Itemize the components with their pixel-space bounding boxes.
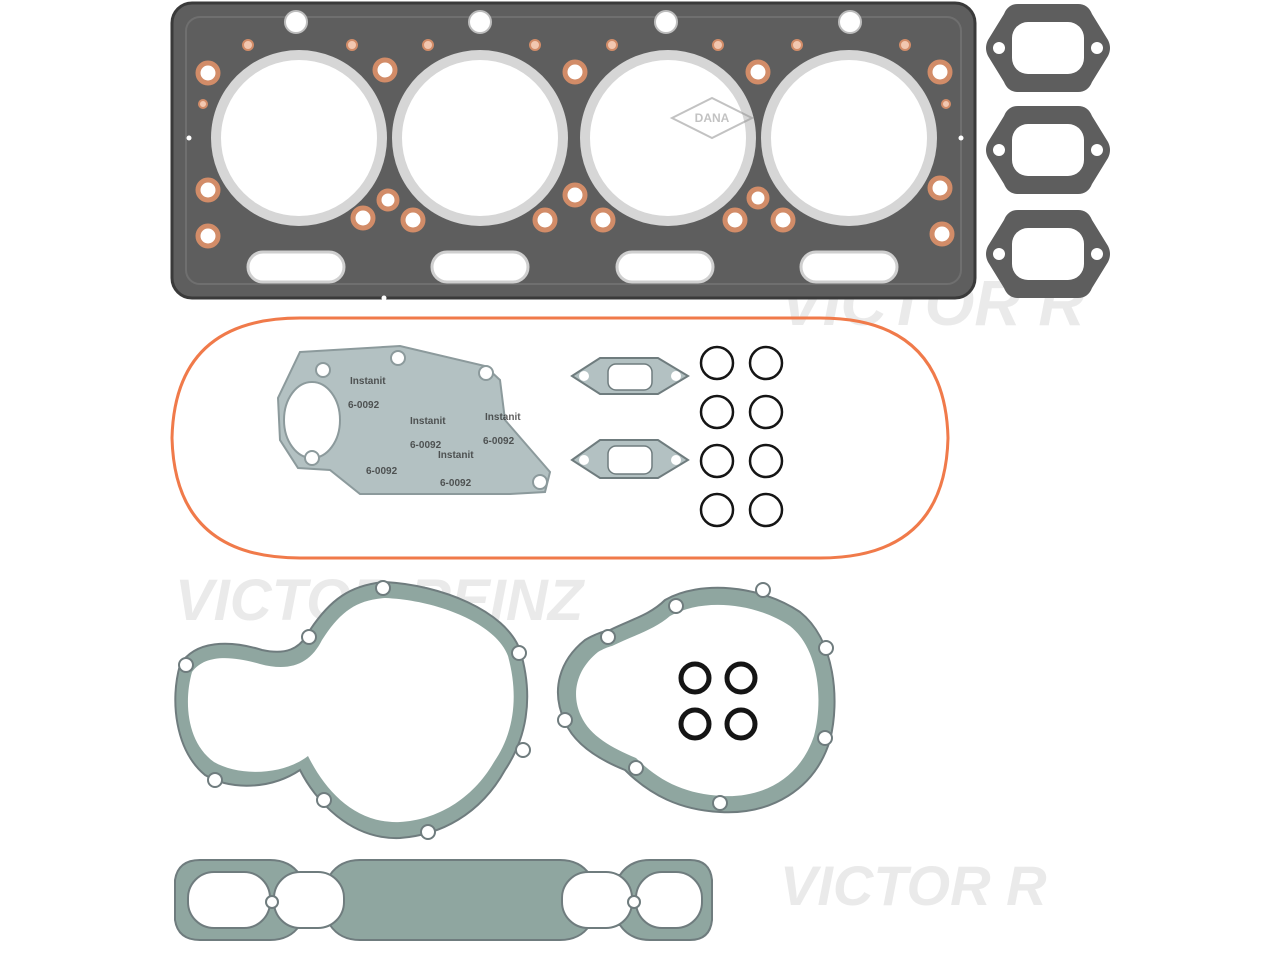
head-gasket-small-holes <box>198 39 951 109</box>
coolant-slot-1 <box>246 250 346 284</box>
copper-rings <box>195 57 955 249</box>
manifold-gasket-3 <box>986 210 1110 298</box>
cylinder-bore-4 <box>761 50 937 226</box>
intake-manifold-gasket <box>174 859 713 941</box>
coolant-slot-4 <box>799 250 899 284</box>
svg-text:DANA: DANA <box>695 111 730 125</box>
thick-o-rings <box>678 661 758 741</box>
cylinder-bore-3 <box>580 50 756 226</box>
coolant-slot-3 <box>615 250 715 284</box>
small-o-rings <box>699 345 784 528</box>
svg-text:Instanit: Instanit <box>350 376 386 387</box>
small-o-ring <box>748 492 784 528</box>
small-o-ring <box>748 394 784 430</box>
manifold-gasket-1 <box>986 4 1110 92</box>
svg-text:6-0092: 6-0092 <box>410 440 442 451</box>
head-gasket-inner-bead <box>185 16 962 285</box>
head-gasket-top-holes <box>284 10 862 34</box>
cylinder-head-gasket: DANA <box>170 1 977 301</box>
thick-o-ring <box>678 661 712 695</box>
svg-text:Instanit: Instanit <box>485 412 521 423</box>
small-o-ring <box>699 443 735 479</box>
printed-fiber-gasket: Instanit 6-0092 Instanit 6-0092 Instanit… <box>276 344 552 495</box>
exhaust-gasket-upper <box>570 357 690 395</box>
small-o-ring <box>748 345 784 381</box>
exhaust-gasket-lower <box>570 439 690 479</box>
small-o-ring <box>699 345 735 381</box>
timing-cover-gasket <box>174 580 531 840</box>
dana-logo-emboss: DANA <box>669 96 755 140</box>
manifold-gasket-2 <box>986 106 1110 194</box>
svg-text:Instanit: Instanit <box>438 450 474 461</box>
water-pump-gasket <box>556 582 836 814</box>
thick-o-ring <box>724 661 758 695</box>
cylinder-bore-1 <box>211 50 387 226</box>
small-o-ring <box>699 492 735 528</box>
small-o-ring <box>699 394 735 430</box>
head-gasket-pin-holes <box>186 135 964 301</box>
svg-text:6-0092: 6-0092 <box>440 478 472 489</box>
valve-cover-seal <box>170 316 950 560</box>
watermark-bottom: VICTOR R <box>780 854 1047 917</box>
svg-text:Instanit: Instanit <box>410 416 446 427</box>
coolant-slot-2 <box>430 250 530 284</box>
small-o-ring <box>748 443 784 479</box>
cylinder-bore-2 <box>392 50 568 226</box>
thick-o-ring <box>724 707 758 741</box>
svg-text:6-0092: 6-0092 <box>366 466 398 477</box>
thick-o-ring <box>678 707 712 741</box>
svg-text:6-0092: 6-0092 <box>483 436 515 447</box>
svg-text:6-0092: 6-0092 <box>348 400 380 411</box>
